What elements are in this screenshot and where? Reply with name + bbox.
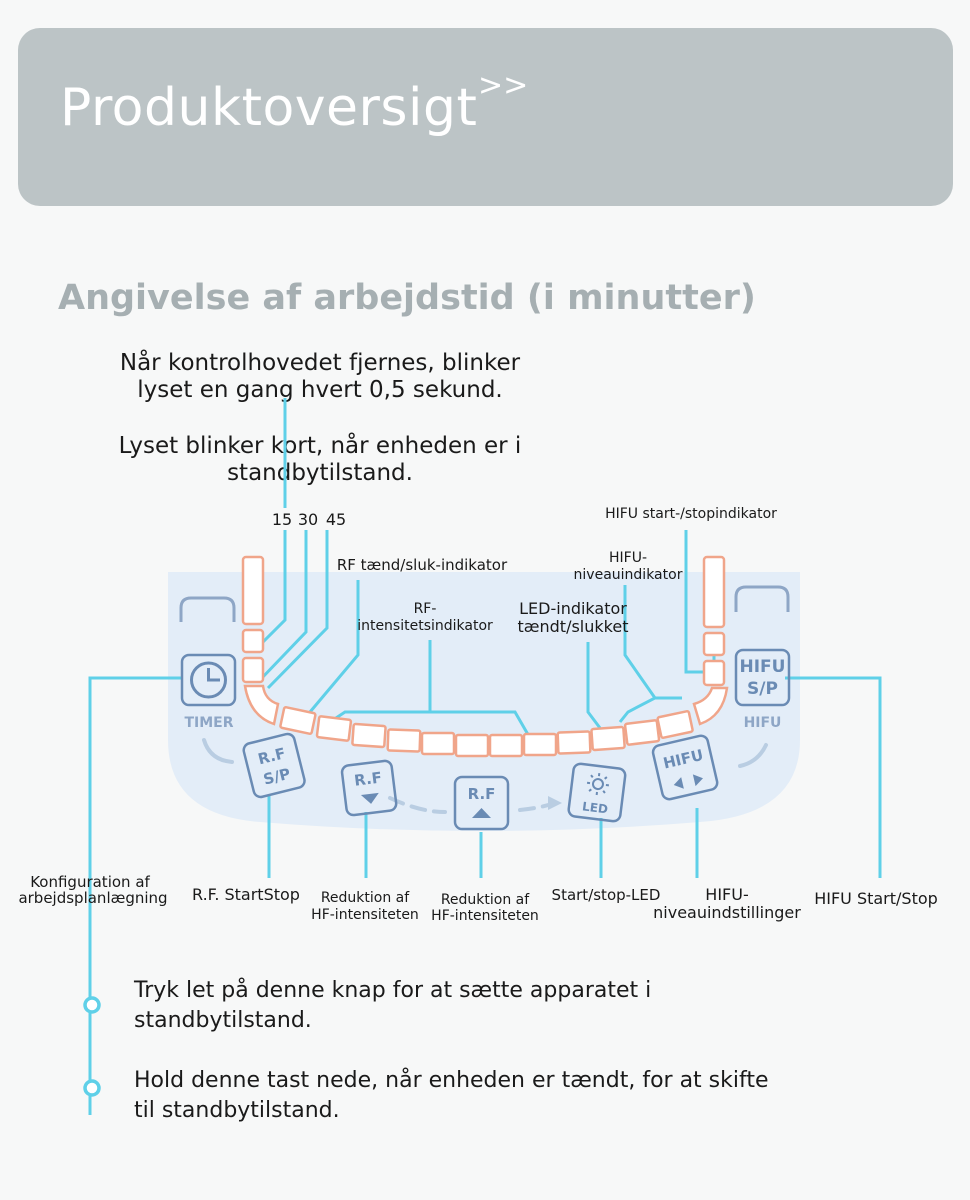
rf-up-button[interactable]: R.F [453,775,510,831]
led-column-left [241,555,265,684]
led-label: LED [581,799,608,816]
led-segment [488,733,524,758]
led-segment [556,730,592,755]
note-blink-removed: Når kontrolhovedet fjernes, blinker lyse… [119,350,521,403]
instruction-long-press: Hold denne tast nede, når enheden er tæn… [134,1068,769,1123]
flow-arc-left [202,738,234,764]
bullet-marker-icon [83,1079,101,1097]
rf-startstop-label: R.F. StartStop [192,885,300,904]
led-indicator-label-2: tændt/slukket [518,617,629,636]
bullet-marker-icon [83,996,101,1014]
hifu-sp-label-2: S/P [747,679,778,699]
hifu-startstop-indicator-label: HIFU start-/stopindikator [605,506,777,522]
rf-reduce-label-1b: HF-intensiteten [311,907,419,923]
rf-intensity-indicator-label-2: intensitetsindikator [357,618,493,634]
led-segment [692,686,729,726]
triangle-down-icon [360,792,379,804]
led-column-right [702,555,726,687]
rf-onoff-indicator-label: RF tænd/sluk-indikator [337,556,508,574]
led-segment [656,710,694,739]
led-segment [241,555,265,626]
led-segment [386,728,422,753]
hifu-level-settings-label: HIFU- [705,885,748,904]
rf-intensity-indicator-label: RF- [414,601,437,617]
flow-arc-right [738,743,768,768]
led-strip [243,684,729,758]
hifu-sp-label: HIFU [740,657,786,677]
led-indicator-label: LED-indikator [519,599,627,618]
minute-label-45: 45 [326,510,346,529]
led-segment [623,719,661,746]
led-segment [702,659,726,687]
left-dock-bracket [179,596,236,622]
chevron-right-icon: >> [478,68,529,103]
led-segment [241,628,265,654]
section-title: Angivelse af arbejdstid (i minutter) [58,278,756,318]
triangle-right-icon [692,774,703,787]
schedule-config-label: Konfiguration af [30,873,150,891]
led-button[interactable]: LED [567,762,627,823]
rf-reduce-label-1: Reduktion af [321,890,410,906]
minute-label-15: 15 [272,510,292,529]
hifu-level-indicator-label: HIFU- [609,550,647,566]
led-segment [702,631,726,657]
led-segment [241,656,265,684]
note-blink-standby: Lyset blinker kort, når enheden er i sta… [118,433,522,486]
hifu-caption: HIFU [744,715,782,731]
control-panel [168,572,800,831]
right-dock-bracket [734,585,790,612]
rf-down-button[interactable]: R.F [340,759,398,817]
led-segment [590,725,626,752]
instruction-short-press: Tryk let på denne knap for at sætte appa… [134,978,652,1033]
minute-label-30: 30 [298,510,318,529]
leader-lines [88,398,882,1115]
rf-down-label: R.F [353,768,383,789]
triangle-left-icon [673,777,684,789]
rf-reduce-label-2b: HF-intensiteten [431,908,539,924]
led-segment [279,706,317,735]
led-segment [420,731,456,756]
hifu-level-settings-label-2: niveauindstillinger [653,903,801,922]
led-segment [454,733,490,758]
sun-icon [586,773,610,796]
rf-reduce-label-2: Reduktion af [441,892,530,908]
rf-up-label: R.F [468,785,496,803]
led-segment [315,715,353,742]
led-segment [351,722,387,749]
hifu-level-indicator-label-2: niveauindikator [574,567,683,583]
hifu-startstop-label: HIFU Start/Stop [814,889,938,908]
timer-caption: TIMER [184,715,233,731]
timer-button[interactable]: TIMER [180,653,237,731]
hifu-level-button[interactable]: HIFU [651,734,719,801]
hifu-sp-button[interactable]: HIFU S/P HIFU [734,648,791,731]
led-segment [702,555,726,629]
schedule-config-label-2: arbejdsplanlægning [18,889,167,907]
banner-title: Produktoversigt [60,78,478,138]
header-banner: Produktoversigt >> [18,28,953,206]
clock-icon [190,661,227,699]
led-segment [243,684,280,726]
led-segment [522,732,558,757]
led-startstop-label: Start/stop-LED [552,886,661,904]
triangle-up-icon [472,808,491,818]
flow-arrow-icon [548,796,562,810]
